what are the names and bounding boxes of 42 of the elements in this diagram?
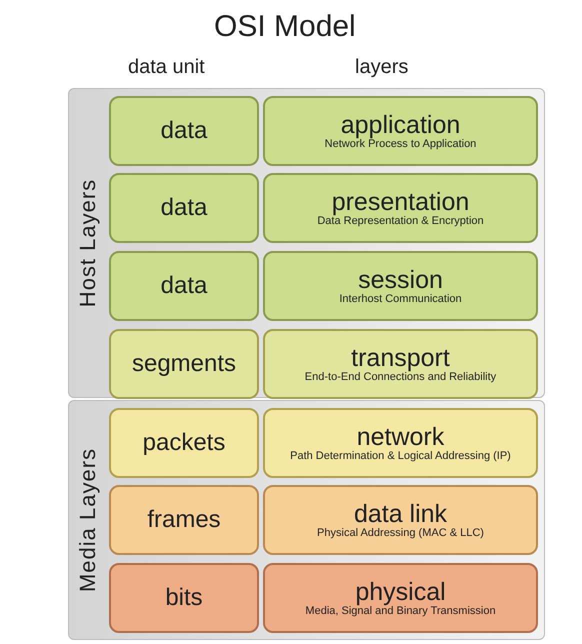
- layer-group-band: [68, 400, 545, 640]
- data-unit-box: [109, 173, 259, 243]
- layer-box: [263, 485, 538, 555]
- layer-description: Physical Addressing (MAC & LLC): [317, 527, 484, 539]
- layer-box: [263, 96, 538, 166]
- column-header: data unit: [128, 56, 205, 79]
- layer-name: data link: [354, 501, 448, 527]
- column-header: layers: [355, 56, 408, 79]
- data-unit-name: frames: [147, 506, 221, 534]
- group-label: Host Layers: [75, 178, 101, 308]
- data-unit-name: data: [160, 117, 208, 145]
- data-unit-name: segments: [132, 350, 236, 378]
- layer-box: [263, 408, 538, 478]
- title: OSI Model: [214, 10, 356, 44]
- layer-box: [263, 173, 538, 243]
- layer-description: Network Process to Application: [324, 138, 476, 150]
- layer-name: physical: [355, 579, 446, 605]
- data-unit-box: [109, 485, 259, 555]
- layer-group-band: [68, 88, 545, 398]
- layer-box: [263, 563, 538, 633]
- layer-name: network: [356, 424, 444, 450]
- layer-name: session: [358, 267, 443, 293]
- layer-box: [263, 251, 538, 321]
- data-unit-box: [109, 563, 259, 633]
- data-unit-box: [109, 96, 259, 166]
- layer-name: application: [340, 112, 460, 138]
- data-unit-box: [109, 251, 259, 321]
- group-label: Media Layers: [75, 448, 101, 592]
- data-unit-box: [109, 408, 259, 478]
- data-unit-name: data: [160, 272, 208, 300]
- layer-box: [263, 329, 538, 399]
- layer-description: End-to-End Connections and Reliability: [304, 371, 496, 383]
- layer-name: presentation: [332, 189, 470, 215]
- data-unit-box: [109, 329, 259, 399]
- layer-description: Data Representation & Encryption: [317, 215, 484, 227]
- layer-description: Media, Signal and Binary Transmission: [305, 605, 496, 617]
- data-unit-name: bits: [165, 584, 203, 612]
- layer-description: Path Determination & Logical Addressing (IP): [290, 450, 511, 462]
- data-unit-name: data: [160, 194, 208, 222]
- layer-name: transport: [351, 345, 450, 371]
- data-unit-name: packets: [142, 429, 226, 457]
- layer-description: Interhost Communication: [339, 293, 462, 305]
